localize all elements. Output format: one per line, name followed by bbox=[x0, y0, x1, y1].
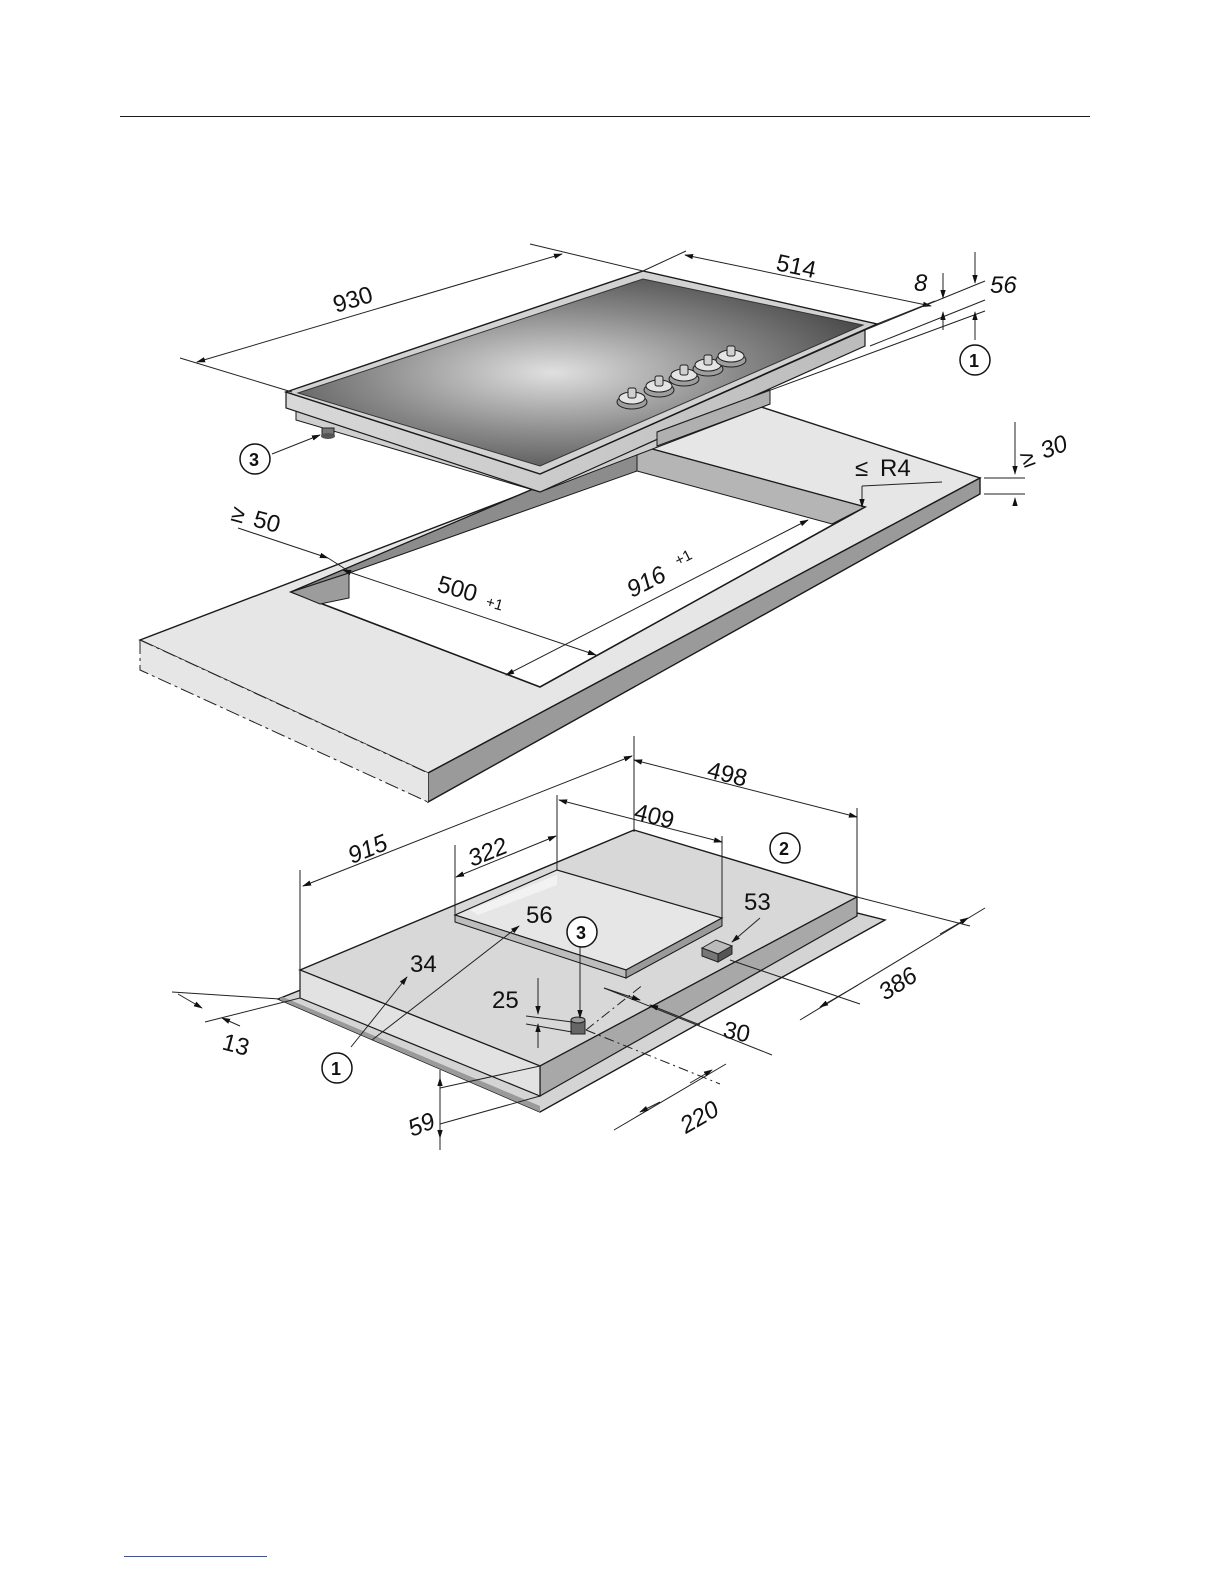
svg-text:1: 1 bbox=[969, 351, 979, 371]
dim-514: 514 bbox=[774, 249, 819, 284]
hob-foot bbox=[321, 428, 335, 439]
dim-59: 59 bbox=[404, 1108, 439, 1143]
dim-53: 53 bbox=[744, 889, 771, 916]
dim-409: 409 bbox=[632, 799, 677, 835]
dim-ge-30-prefix: ≥ bbox=[1017, 444, 1039, 474]
dim-386: 386 bbox=[874, 962, 923, 1006]
dim-930: 930 bbox=[330, 281, 376, 319]
dim-498: 498 bbox=[705, 757, 750, 793]
svg-text:1: 1 bbox=[331, 1059, 341, 1079]
dim-34: 34 bbox=[410, 951, 437, 978]
svg-text:2: 2 bbox=[779, 839, 789, 859]
dim-25: 25 bbox=[492, 987, 519, 1014]
dim-8: 8 bbox=[914, 270, 928, 297]
dim-56-hob: 56 bbox=[990, 272, 1017, 299]
dim-56-underside: 56 bbox=[526, 902, 553, 929]
svg-text:3: 3 bbox=[576, 923, 586, 943]
dim-ge-50-prefix: ≥ bbox=[228, 500, 248, 529]
dim-322: 322 bbox=[464, 833, 511, 873]
dim-13: 13 bbox=[219, 1029, 252, 1062]
underside-foot bbox=[571, 1017, 585, 1034]
callout-1-underside: 1 bbox=[322, 1053, 352, 1083]
dim-le-r4-prefix: ≤ bbox=[855, 455, 868, 482]
callout-2: 2 bbox=[770, 833, 800, 863]
callout-3-top: 3 bbox=[240, 435, 320, 474]
footer-link-underline[interactable] bbox=[124, 1556, 267, 1557]
dim-le-r4: R4 bbox=[880, 455, 911, 482]
svg-text:3: 3 bbox=[249, 450, 259, 470]
hob-underside bbox=[278, 830, 885, 1112]
dim-30: 30 bbox=[721, 1016, 753, 1048]
dim-ge-30: 30 bbox=[1037, 430, 1072, 465]
dim-220: 220 bbox=[675, 1095, 725, 1139]
dim-915: 915 bbox=[344, 829, 392, 869]
callout-1-top: 1 bbox=[960, 345, 990, 375]
